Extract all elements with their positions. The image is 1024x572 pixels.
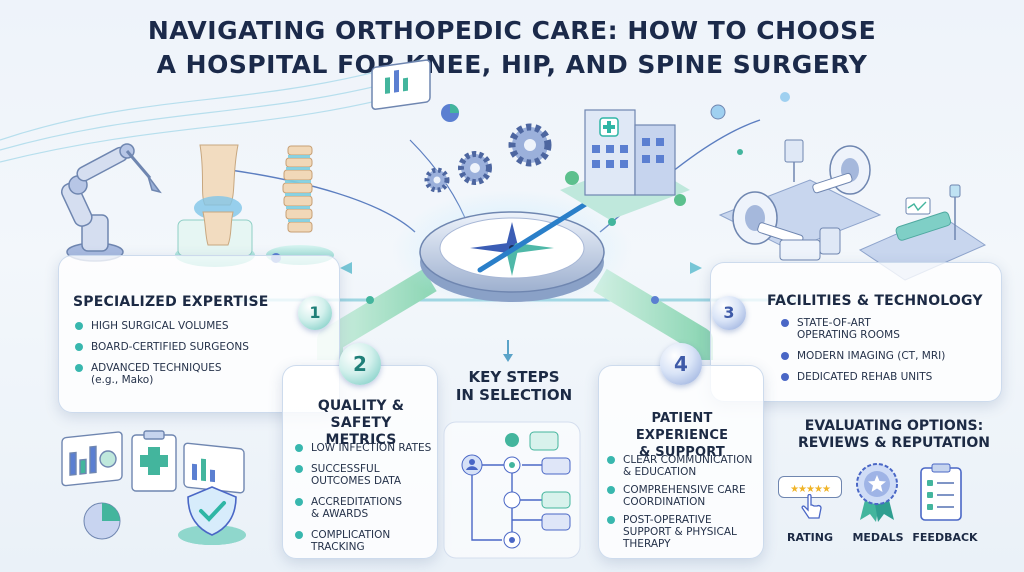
- section-heading: PATIENT EXPERIENCE & SUPPORT: [635, 411, 729, 460]
- shield-check-icon: [178, 486, 246, 545]
- medal-icon: [856, 463, 898, 522]
- bullet-dot: [295, 498, 303, 506]
- list-item: BOARD-CERTIFIED SURGEONS: [75, 341, 249, 353]
- rating-stars: ★★★★★: [790, 484, 831, 495]
- section-quality: QUALITY & SAFETY METRICS LOW INFECTION R…: [282, 365, 438, 559]
- section-heading: QUALITY & SAFETY METRICS: [317, 398, 405, 448]
- bullet-dot: [607, 516, 615, 524]
- bullet-dot: [781, 352, 789, 360]
- bullet-dot: [781, 373, 789, 381]
- list-item: DEDICATED REHAB UNITS: [781, 371, 991, 383]
- list-item: MODERN IMAGING (CT, MRI): [781, 350, 991, 362]
- bullet-dot: [75, 322, 83, 330]
- feedback-clipboard-icon: [920, 463, 962, 521]
- title-line-1: NAVIGATING ORTHOPEDIC CARE: HOW TO CHOOS…: [147, 16, 877, 45]
- bullet-dot: [75, 364, 83, 372]
- list-item: ACCREDITATIONS& AWARDS: [295, 496, 437, 520]
- clipboard-icon: [131, 430, 177, 492]
- gear-icon: [424, 123, 552, 193]
- mri-scanner-icon: [718, 145, 882, 251]
- bullet-list: HIGH SURGICAL VOLUMES BOARD-CERTIFIED SU…: [75, 320, 249, 395]
- compass-icon: [392, 186, 632, 310]
- bullet-dot: [607, 486, 615, 494]
- medals-caption: MEDALS: [852, 531, 904, 544]
- spine-icon: [266, 145, 334, 265]
- knee-joint-icon: [175, 144, 255, 267]
- rating-caption: RATING: [787, 531, 833, 544]
- list-item: ADVANCED TECHNIQUES(e.g., Mako): [75, 362, 249, 386]
- hospital-building-icon: [560, 92, 790, 220]
- step-number-badge: 3: [712, 296, 746, 330]
- center-label: KEY STEPS IN SELECTION: [455, 368, 573, 404]
- step-number-badge: 1: [298, 296, 332, 330]
- step-number-badge: 2: [339, 343, 381, 385]
- hand-pointer-icon: [801, 494, 822, 519]
- feedback-caption: FEEDBACK: [912, 531, 978, 544]
- flowchart-icon: [443, 421, 581, 559]
- decorative-swoosh: [0, 59, 421, 163]
- bullet-dot: [295, 531, 303, 539]
- list-item: CLEAR COMMUNICATION& EDUCATION: [607, 454, 763, 478]
- step-number-badge: 4: [660, 343, 702, 385]
- bullet-dot: [607, 456, 615, 464]
- dashboard-icon: [61, 430, 246, 545]
- section-heading: FACILITIES & TECHNOLOGY: [767, 293, 983, 309]
- bullet-list: CLEAR COMMUNICATION& EDUCATION COMPREHEN…: [607, 454, 763, 559]
- list-item: LOW INFECTION RATES: [295, 442, 437, 454]
- robot-arm-icon: [61, 143, 162, 262]
- analytics-screen-icon: [371, 59, 459, 122]
- bullet-dot: [781, 319, 789, 327]
- page-title: NAVIGATING ORTHOPEDIC CARE: HOW TO CHOOS…: [0, 14, 1024, 82]
- title-line-2: A HOSPITAL FOR KNEE, HIP, AND SPINE SURG…: [156, 50, 868, 79]
- bullet-dot: [295, 444, 303, 452]
- section-heading: SPECIALIZED EXPERTISE: [73, 294, 269, 310]
- section-experience: PATIENT EXPERIENCE & SUPPORT CLEAR COMMU…: [598, 365, 764, 559]
- list-item: HIGH SURGICAL VOLUMES: [75, 320, 249, 332]
- evaluating-heading: EVALUATING OPTIONS: REVIEWS & REPUTATION: [798, 418, 990, 451]
- bullet-dot: [75, 343, 83, 351]
- bullet-dot: [295, 465, 303, 473]
